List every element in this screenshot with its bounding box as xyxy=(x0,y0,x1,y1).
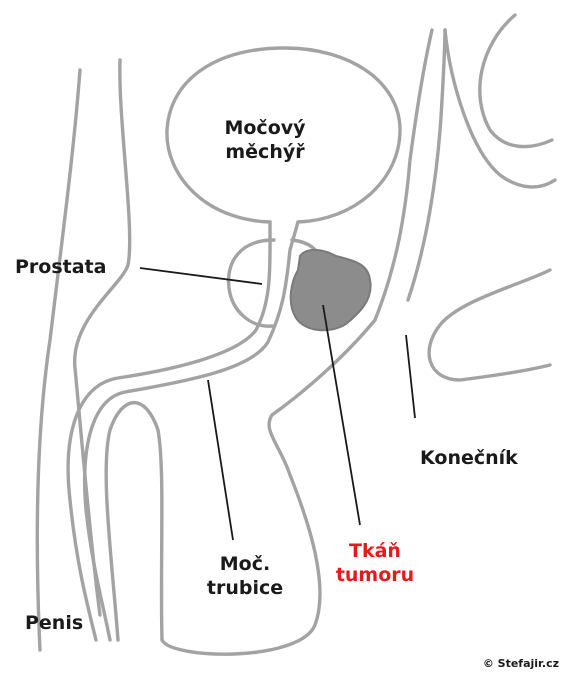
prostate-label: Prostata xyxy=(15,256,106,280)
rectum-wall-right xyxy=(408,30,445,300)
scrotum-outline xyxy=(106,403,162,640)
rectum-label: Konečník xyxy=(420,447,518,471)
bladder-label: Močový měchýř xyxy=(205,117,325,165)
prostate-leader xyxy=(140,268,262,284)
penis-front-contour xyxy=(75,60,130,615)
copyright-credit: © Stefajir.cz xyxy=(483,657,559,670)
tumor-leader xyxy=(323,305,360,525)
penis-label: Penis xyxy=(25,612,83,636)
rectum-bend xyxy=(445,30,555,187)
bladder-label-line2: měchýř xyxy=(205,141,325,165)
tumor-label: Tkáň tumoru xyxy=(320,540,430,588)
urethra-label-line1: Moč. xyxy=(185,553,305,577)
bladder-label-line1: Močový xyxy=(205,117,325,141)
spine-curve xyxy=(480,15,552,147)
tumor-label-line1: Tkáň xyxy=(320,540,430,564)
tumor-label-line2: tumoru xyxy=(320,564,430,588)
urethra-leader xyxy=(208,380,233,540)
urethra-label: Moč. trubice xyxy=(185,553,305,601)
rectum-wall-left xyxy=(375,30,432,320)
perineum-contour xyxy=(162,320,375,654)
buttock-contour xyxy=(429,270,550,380)
tumor-mass xyxy=(291,250,371,330)
rectum-leader xyxy=(406,335,415,418)
urethra-label-line2: trubice xyxy=(185,577,305,601)
